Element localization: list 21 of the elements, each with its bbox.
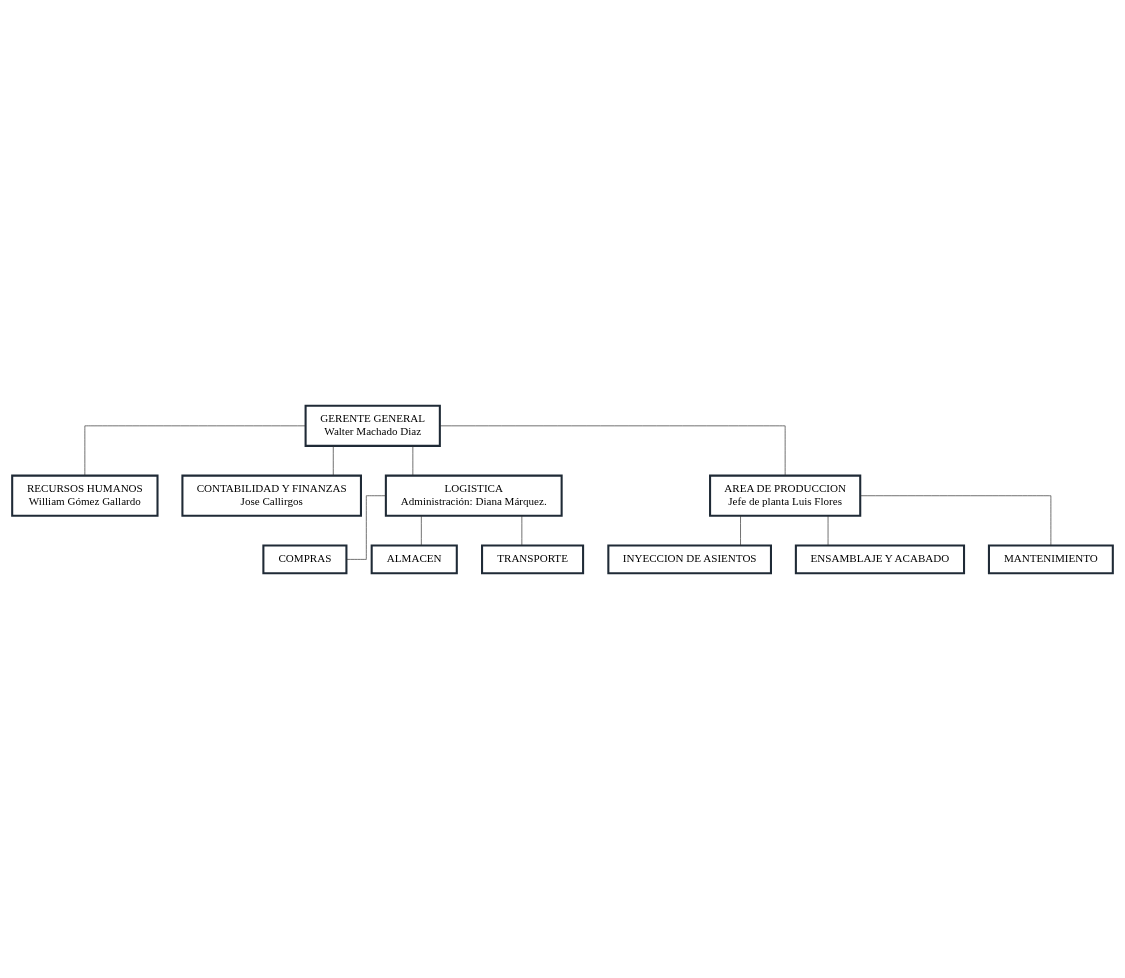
connector [332,445,334,476]
connector [521,515,523,546]
node-box: TRANSPORTE [481,544,585,574]
connector [860,494,1052,546]
node-box: MANTENIMIENTO [987,544,1114,574]
node-box: ALMACEN [370,544,458,574]
node-box: CONTABILIDAD Y FINANZAS Jose Callirgos [181,474,362,517]
node-box: ENSAMBLAJE Y ACABADO [794,544,966,574]
connector [84,425,306,476]
node-box: LOGISTICA Administración: Diana Márquez. [384,474,563,517]
node-box: GERENTE GENERAL Walter Machado Diaz [304,404,441,447]
connector [346,494,387,560]
connector [439,425,786,476]
node-box: INYECCION DE ASIENTOS [607,544,772,574]
connector [827,515,829,546]
node-box: AREA DE PRODUCCION Jefe de planta Luis Flores [709,474,862,517]
connector [740,515,741,546]
connector [412,445,414,476]
connector [421,515,422,546]
node-box: RECURSOS HUMANOS William Gómez Gallardo [11,474,159,517]
node-box: COMPRAS [262,544,348,574]
